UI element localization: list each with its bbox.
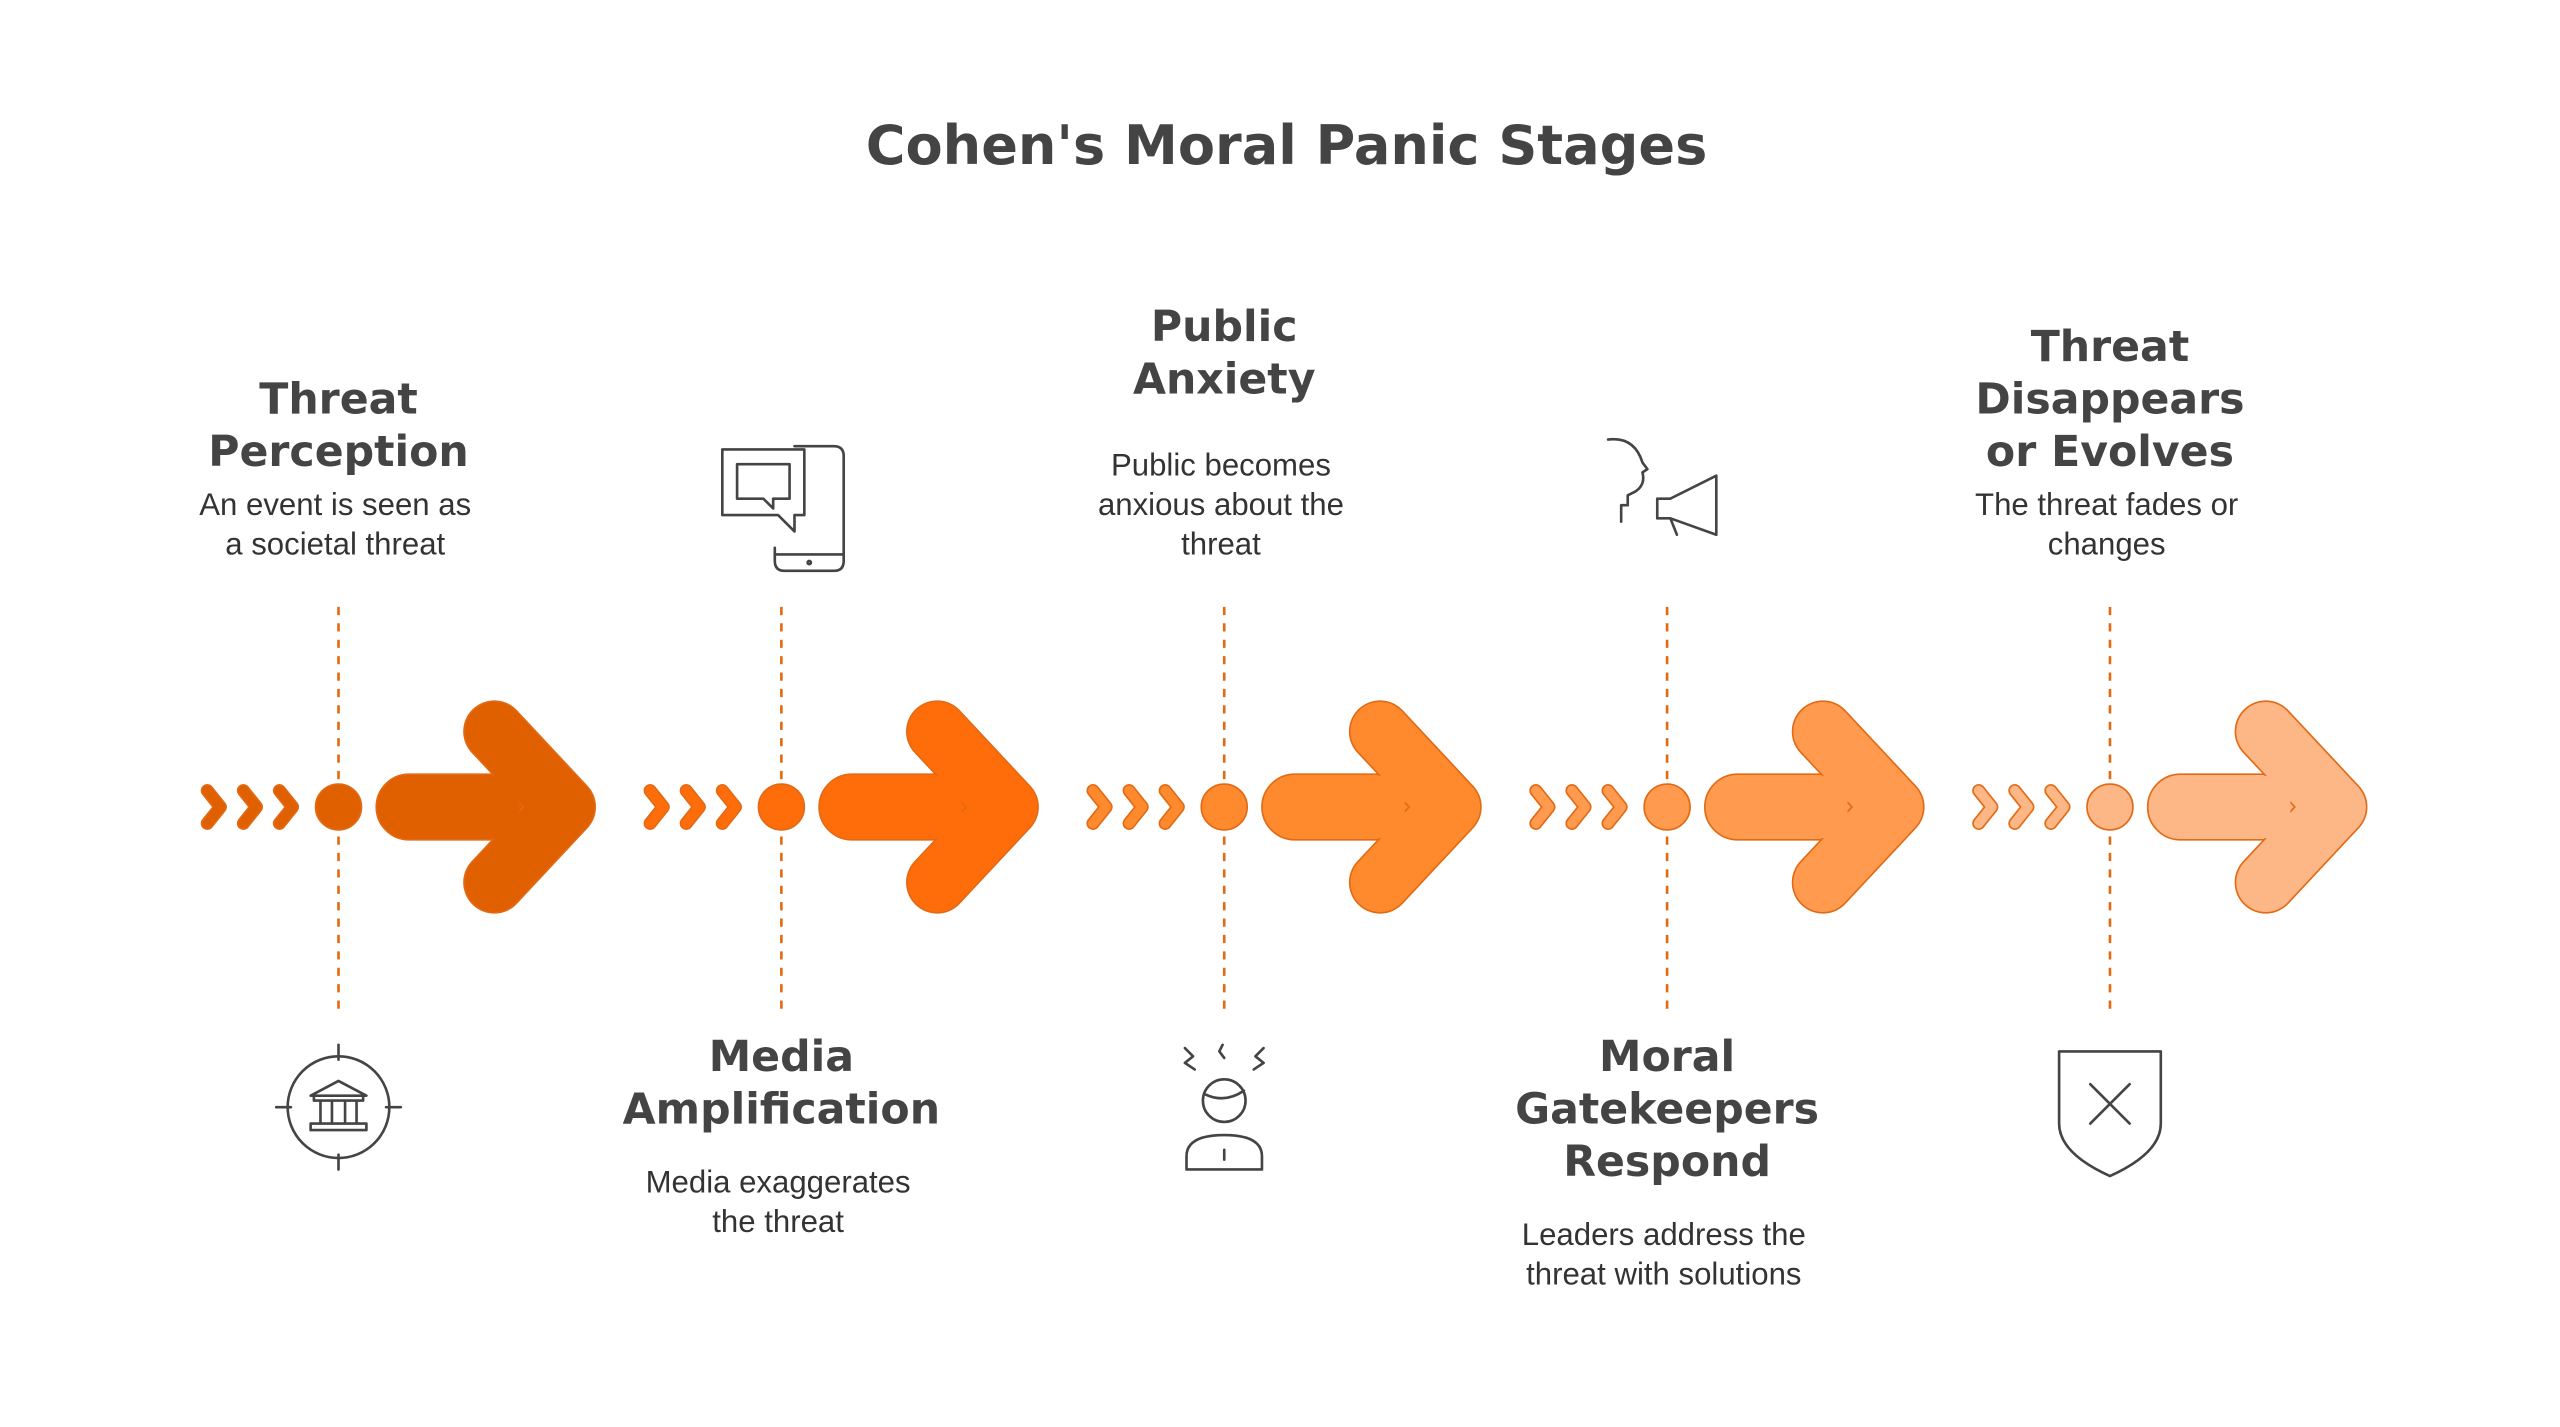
chevron-icon — [645, 785, 669, 829]
phone-chat-bubble-icon — [721, 444, 846, 573]
stage-marker — [2086, 783, 2134, 831]
stage-title: Threat — [2031, 322, 2190, 372]
chevron-icon — [1973, 785, 1997, 829]
chevron-icon — [681, 785, 705, 829]
chevron-icon — [1603, 785, 1627, 829]
stage-title: or Evolves — [1986, 427, 2234, 477]
arrow-icon — [2146, 700, 2368, 914]
stage-title: Amplification — [623, 1085, 940, 1135]
anxious-person-icon — [1183, 1043, 1265, 1171]
stage-description: Leaders address the — [1522, 1217, 1806, 1252]
arrow-icon — [818, 700, 1039, 914]
stage-description: Media exaggerates — [646, 1164, 911, 1199]
chevron-icon — [2009, 785, 2033, 829]
stage-description: threat with solutions — [1526, 1256, 1801, 1291]
arrow-icon — [1261, 700, 1482, 914]
chevron-icon — [1124, 785, 1148, 829]
stage-description: changes — [2048, 526, 2166, 561]
chevron-icon — [717, 785, 741, 829]
stage-description: anxious about the — [1098, 487, 1344, 522]
stage-marker — [757, 783, 806, 831]
stage-description: threat — [1181, 526, 1261, 561]
stage-description: Public becomes — [1111, 448, 1331, 483]
arrow-icon — [1703, 700, 1925, 914]
stage-title: Media — [709, 1032, 854, 1082]
chevron-icon — [1530, 785, 1554, 829]
chevron-icon — [2045, 785, 2069, 829]
stage-title: Moral — [1599, 1032, 1735, 1082]
stage-marker — [1643, 783, 1691, 831]
stage-title: Threat — [259, 374, 418, 424]
stage-title: Public — [1151, 302, 1298, 352]
speaker-megaphone-icon — [1606, 437, 1718, 537]
chevron-icon — [274, 785, 298, 829]
page-title: Cohen's Moral Panic Stages — [866, 114, 1708, 177]
chevron-icon — [1567, 785, 1591, 829]
stage-description: The threat fades or — [1975, 487, 2238, 522]
stage-description: An event is seen as — [199, 487, 471, 522]
government-building-target-icon — [274, 1043, 403, 1171]
stage-description: the threat — [712, 1204, 844, 1239]
chevron-icon — [202, 785, 226, 829]
stage-title: Respond — [1563, 1137, 1771, 1187]
chevron-icon — [1088, 785, 1112, 829]
chevron-icon — [238, 785, 262, 829]
chevron-icon — [1160, 785, 1184, 829]
stage-title: Anxiety — [1133, 355, 1316, 405]
arrow-icon — [375, 700, 597, 914]
shield-x-icon — [2057, 1050, 2163, 1178]
stage-marker — [1200, 783, 1249, 831]
stage-title: Gatekeepers — [1515, 1085, 1819, 1135]
stage-description: a societal threat — [225, 526, 445, 561]
stage-title: Perception — [208, 427, 468, 477]
stage-marker — [314, 783, 363, 831]
stage-title: Disappears — [1975, 374, 2244, 424]
